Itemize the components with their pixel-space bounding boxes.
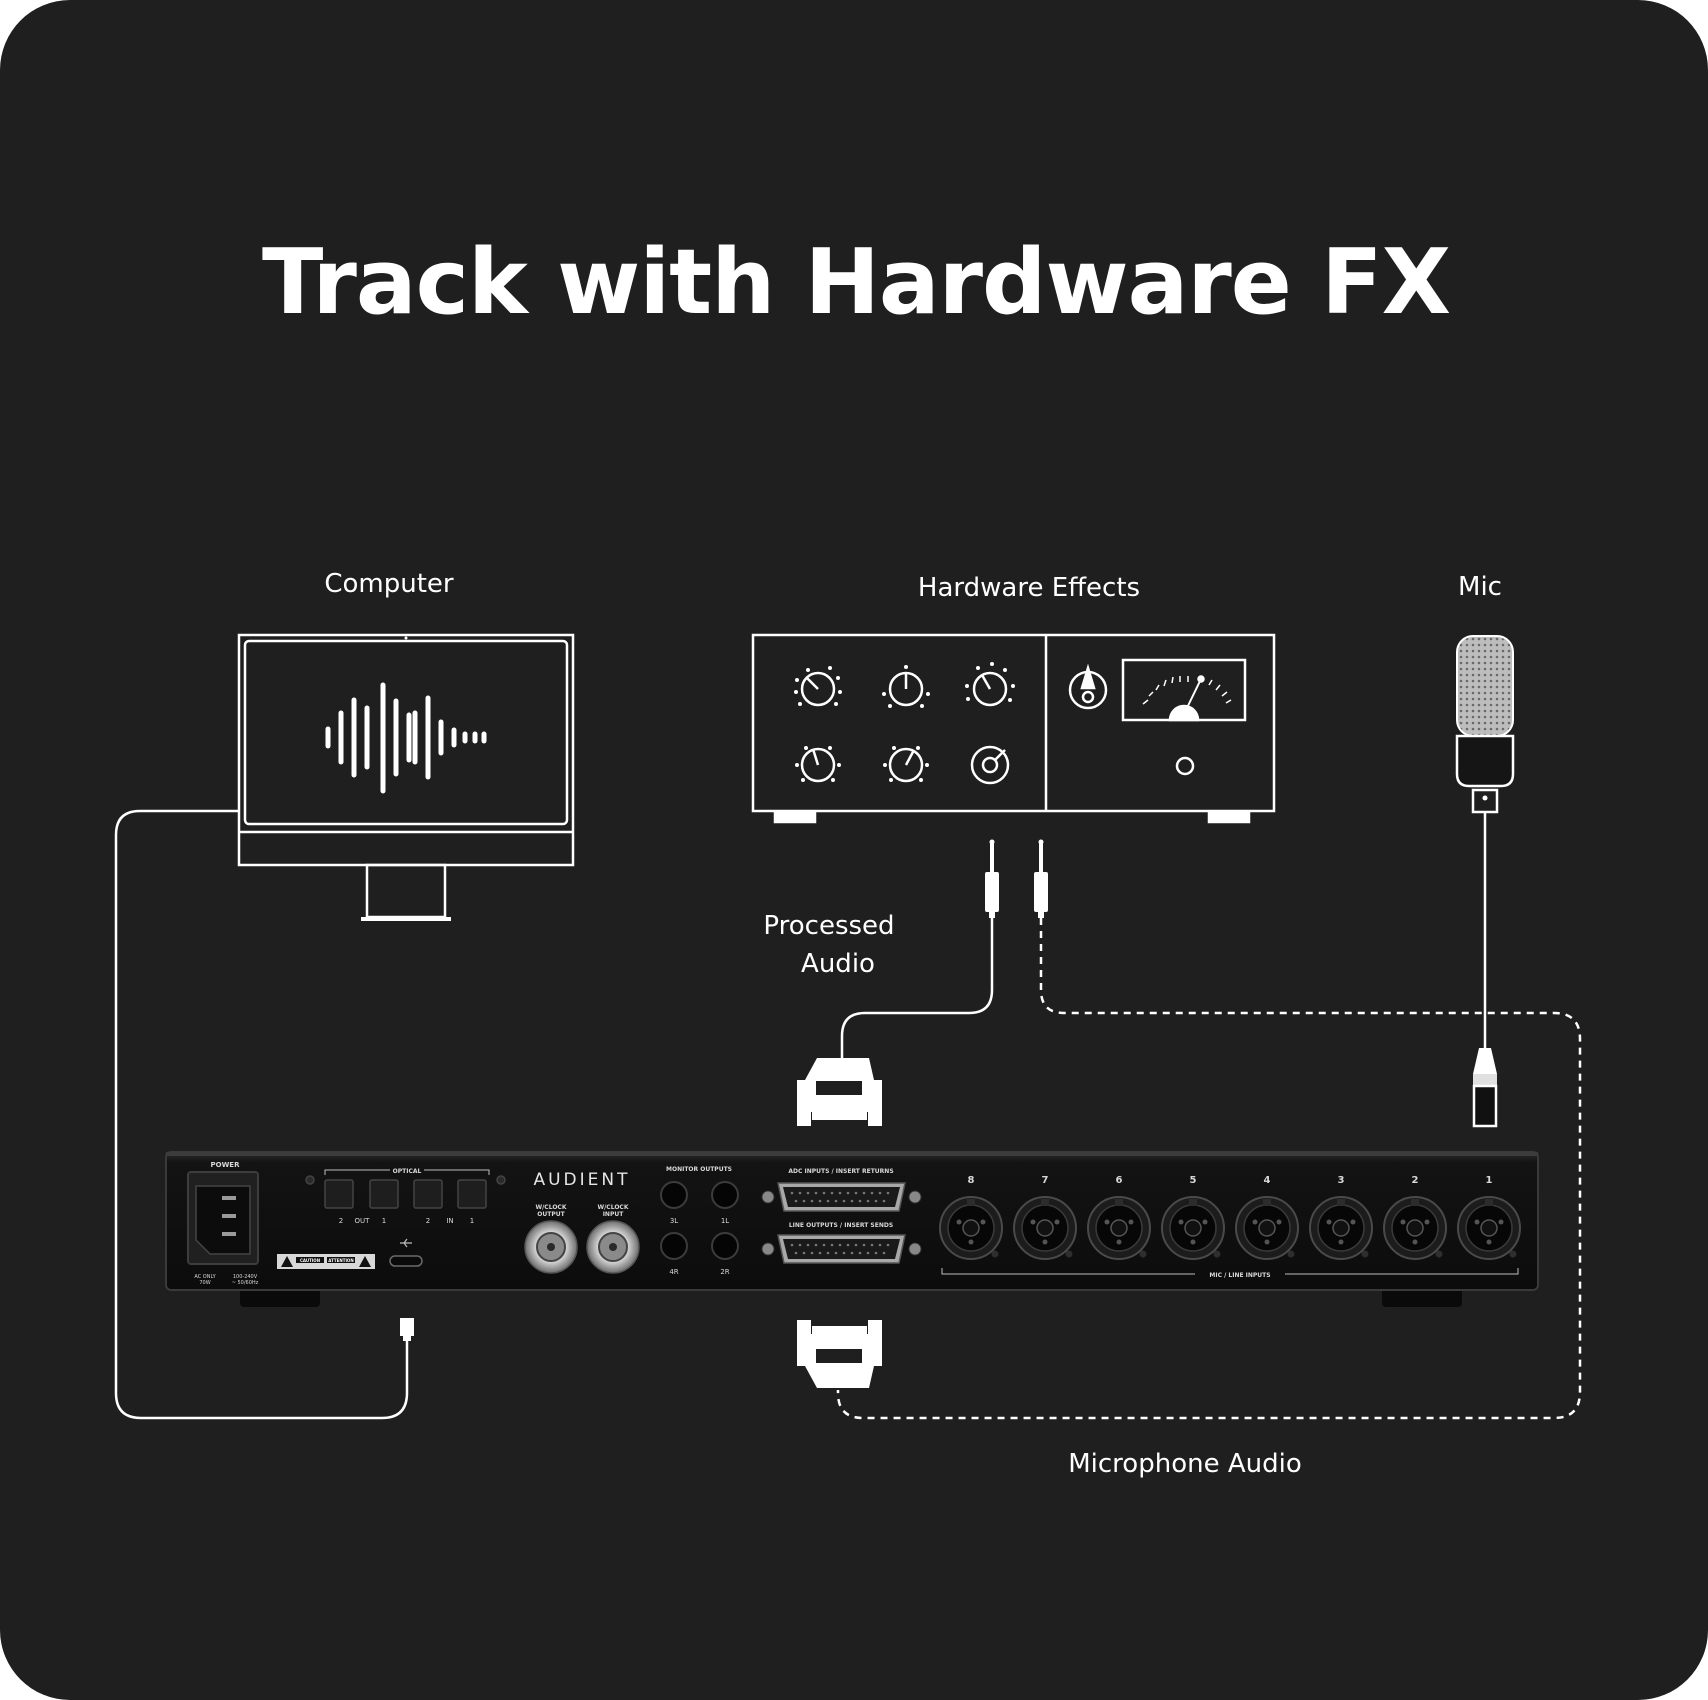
power-inlet-icon [187, 1171, 259, 1265]
combo-input-2: 7 [1013, 1175, 1077, 1260]
hardware-effects-unit [751, 633, 1276, 824]
channel-number-6: 3 [1338, 1175, 1345, 1186]
combo-input-3: 6 [1087, 1175, 1151, 1260]
processed-audio-cable [840, 918, 994, 1058]
monitor-outputs-label: MONITOR OUTPUTS [666, 1166, 732, 1173]
channel-number-5: 4 [1264, 1175, 1271, 1186]
combo-input-7: 2 [1383, 1175, 1447, 1260]
channel-number-4: 5 [1190, 1175, 1197, 1186]
computer-monitor-icon [237, 633, 575, 921]
usb-c-plug-icon [400, 1318, 414, 1341]
page-title: Track with Hardware FX [262, 230, 1450, 335]
bnc-connector-icons [524, 1220, 640, 1274]
trs-jack-left-icon [985, 839, 999, 918]
mic-line-inputs-bracket [941, 1268, 1519, 1275]
monitor-port-1l: 1L [721, 1217, 729, 1225]
voltage-label: 100-240V [233, 1274, 258, 1280]
knob-icons [800, 663, 1195, 785]
microphone-icon [1455, 635, 1515, 814]
label-hardware-effects: Hardware Effects [918, 573, 1140, 603]
brand-logo: AUDIENT [533, 1170, 630, 1190]
combo-input-4: 5 [1161, 1175, 1225, 1260]
monitor-port-3l: 3L [670, 1217, 678, 1225]
label-mic: Mic [1458, 572, 1502, 602]
usb-cable [114, 809, 409, 1420]
channel-number-2: 7 [1042, 1175, 1049, 1186]
dsub-connector-icons [761, 1182, 922, 1264]
optical-port-label-4: 2 [426, 1217, 430, 1225]
optical-label: OPTICAL [393, 1168, 422, 1175]
combo-input-6: 3 [1309, 1175, 1373, 1260]
channel-number-8: 1 [1486, 1175, 1493, 1186]
combo-input-1: 8 [939, 1175, 1003, 1260]
wclock-input-label-2: INPUT [603, 1211, 625, 1218]
channel-number-7: 2 [1412, 1175, 1419, 1186]
caution-label: CAUTION [300, 1258, 320, 1263]
watt-label: 70W [199, 1280, 210, 1286]
frequency-label: ~ 50/60Hz [232, 1280, 259, 1286]
monitor-port-4r: 4R [669, 1268, 678, 1276]
channel-number-1: 8 [968, 1175, 975, 1186]
wclock-output-label-1: W/CLOCK [536, 1204, 567, 1211]
trs-jack-right-icon [1034, 839, 1048, 918]
warning-sticker [277, 1254, 375, 1269]
optical-port-label-5: IN [446, 1217, 453, 1225]
optical-port-label-2: OUT [355, 1217, 371, 1225]
line-outputs-label: LINE OUTPUTS / INSERT SENDS [789, 1222, 893, 1229]
optical-port-label-1: 2 [339, 1217, 343, 1225]
db25-connector-top-icon [797, 1058, 882, 1126]
label-processed-audio-line2: Audio [801, 949, 875, 979]
power-label: POWER [211, 1161, 241, 1169]
label-microphone-audio: Microphone Audio [1068, 1449, 1302, 1479]
usb-port-icon [389, 1238, 423, 1267]
attention-label: ATTENTION [328, 1258, 353, 1263]
knob-tick-dots [794, 662, 1015, 782]
ac-only-label: AC ONLY [194, 1274, 216, 1280]
optical-port-label-6: 1 [470, 1217, 474, 1225]
optical-ports [305, 1175, 506, 1209]
microphone-audio-cable [836, 918, 1582, 1420]
monitor-port-2r: 2R [720, 1268, 729, 1276]
combo-input-8: 1 [1457, 1175, 1521, 1260]
vu-meter-icon [1121, 658, 1247, 722]
audio-waveform-icon [325, 682, 487, 794]
db25-connector-bottom-icon [797, 1320, 882, 1388]
channel-number-3: 6 [1116, 1175, 1123, 1186]
monitor-output-jacks [660, 1181, 739, 1260]
label-computer: Computer [324, 569, 454, 599]
xlr-plug-icon [1472, 1048, 1498, 1128]
adc-inputs-label: ADC INPUTS / INSERT RETURNS [788, 1168, 893, 1175]
optical-bracket [324, 1169, 490, 1175]
mic-line-inputs-label: MIC / LINE INPUTS [1209, 1272, 1270, 1279]
wclock-output-label-2: OUTPUT [537, 1211, 565, 1218]
optical-port-label-3: 1 [382, 1217, 386, 1225]
wclock-input-label-1: W/CLOCK [598, 1204, 629, 1211]
label-processed-audio-line1: Processed [763, 911, 894, 941]
combo-input-5: 4 [1235, 1175, 1299, 1260]
mic-line-combo-inputs: 8 7 6 5 4 3 2 1 [939, 1175, 1521, 1260]
